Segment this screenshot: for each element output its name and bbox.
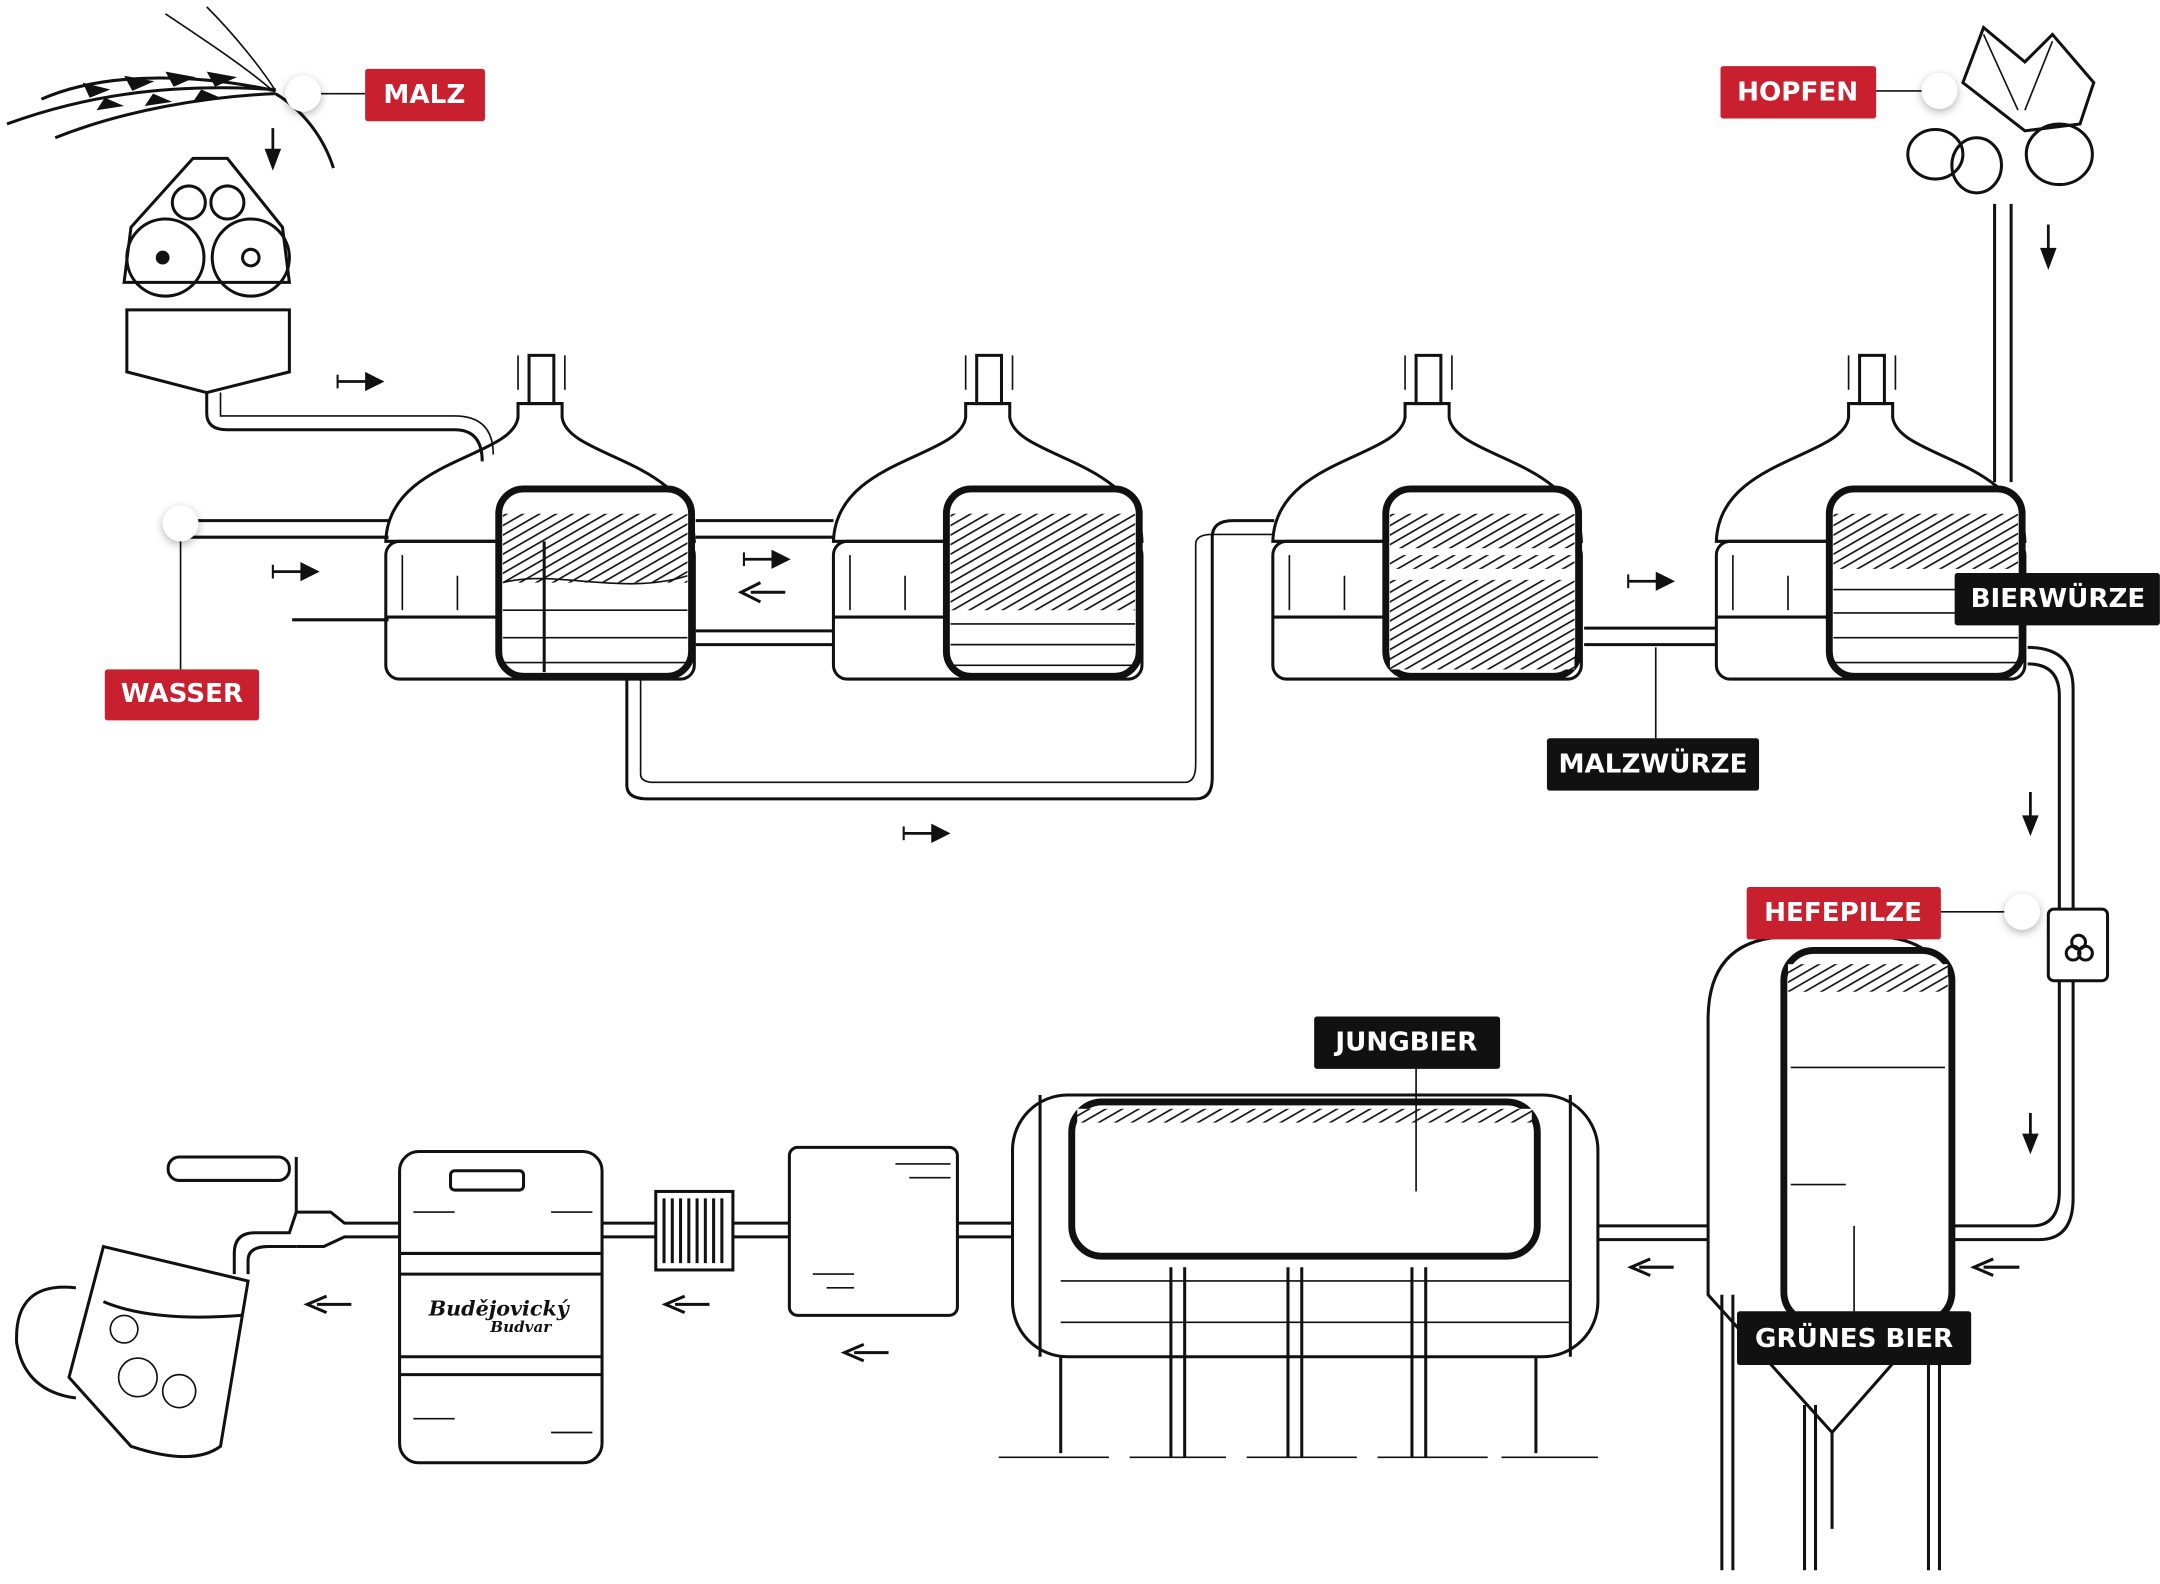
brew-kettle-icon [831,353,1144,681]
brew-kettle-icon [1714,353,2027,681]
brew-kettle-icon [1271,353,1583,681]
label-connectors [162,73,2041,930]
label-hefepilze: HEFEPILZE [1746,887,1941,940]
brew-kettle-icon [384,353,696,681]
label-malzwuerze: MALZWÜRZE [1546,738,1760,791]
svg-text:JUNGBIER: JUNGBIER [1333,1028,1477,1058]
malt-mill-icon [122,156,495,462]
keg-icon: Budějovický Budvar [398,1149,604,1465]
svg-text:MALZ: MALZ [383,80,465,110]
svg-text:GRÜNES BIER: GRÜNES BIER [1755,1321,1953,1354]
svg-text:HEFEPILZE: HEFEPILZE [1764,898,1922,928]
hops-icon [1906,25,2096,195]
flow-arrow-icon [264,148,282,171]
keg-logo: Budějovický [428,1296,571,1320]
beer-mug-icon [15,1244,250,1459]
fermentation-tank-icon [1706,935,1956,1571]
yeast-icon [2046,907,2110,983]
label-bierwuerze: BIERWÜRZE [1954,572,2160,626]
label-gruenes-bier: GRÜNES BIER [1737,1311,1972,1365]
svg-text:HOPFEN: HOPFEN [1737,77,1858,107]
label-jungbier: JUNGBIER [1314,1016,1501,1069]
label-wasser: WASSER [104,669,260,721]
filter-icon [654,1145,959,1317]
label-hopfen: HOPFEN [1720,66,1877,119]
svg-text:WASSER: WASSER [121,679,243,709]
svg-text:MALZWÜRZE: MALZWÜRZE [1559,746,1748,779]
keg-logo-sub: Budvar [489,1318,552,1336]
lager-tank-icon [998,1068,1600,1459]
svg-text:BIERWÜRZE: BIERWÜRZE [1971,581,2146,614]
beer-tap-icon [166,1155,400,1275]
label-malz: MALZ [365,68,485,122]
water-pipe [180,519,389,539]
barley-icon [6,6,335,169]
